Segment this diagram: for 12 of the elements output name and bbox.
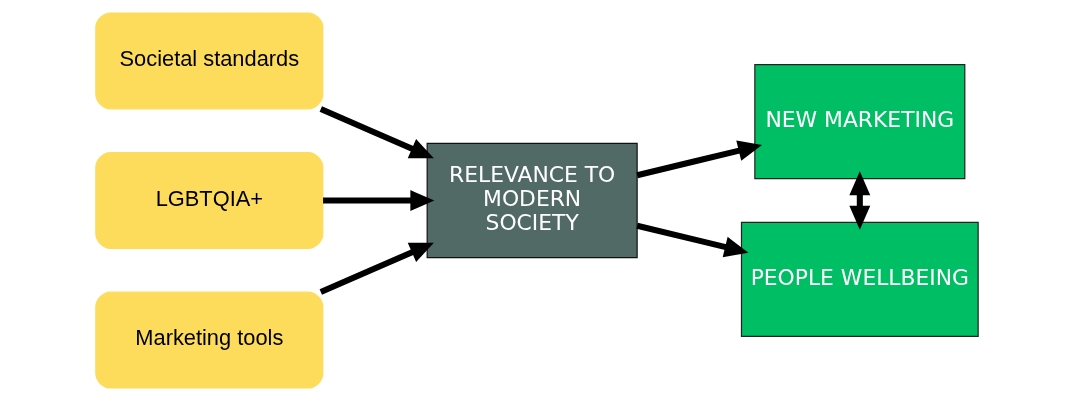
arrow [319, 106, 434, 159]
arrow [323, 190, 435, 211]
node-box: PEOPLE WELLBEING [740, 221, 979, 338]
node-box: NEW MARKETING [754, 63, 966, 180]
node-box: Marketing tools [95, 291, 324, 389]
node-box: LGBTQIA+ [95, 151, 324, 250]
arrow [319, 242, 434, 295]
arrow [849, 171, 871, 230]
arrow [636, 140, 763, 179]
arrow [636, 222, 749, 258]
node-box: Societal standards [95, 12, 324, 110]
node-box: RELEVANCE TO MODERN SOCIETY [426, 142, 638, 259]
